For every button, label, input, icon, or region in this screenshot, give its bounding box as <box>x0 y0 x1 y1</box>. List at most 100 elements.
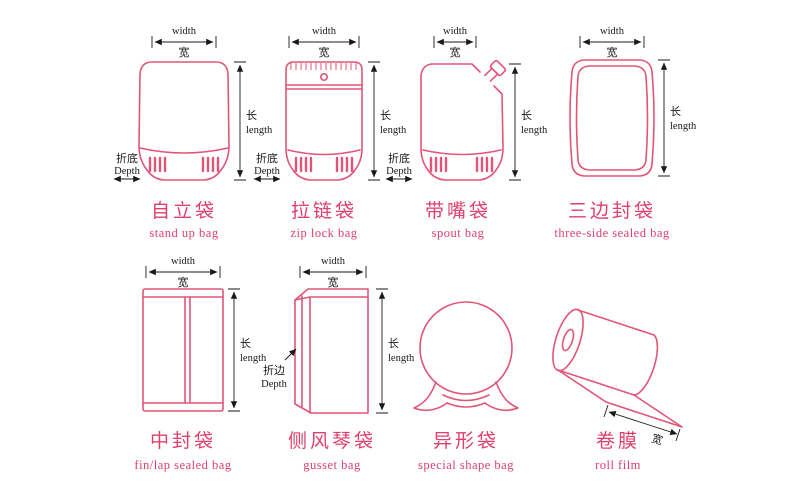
roll-film-section: 宽 卷膜 roll film <box>552 308 683 472</box>
length-dimension: 长 length <box>234 61 273 181</box>
bag-name-cn: 侧风琴袋 <box>288 430 376 452</box>
bag-name-cn: 中封袋 <box>150 430 216 452</box>
gusset-bag-illustration <box>294 288 369 414</box>
width-dimension: width 宽 <box>151 26 217 59</box>
bag-name-cn: 带嘴袋 <box>425 200 491 222</box>
width-label-en: width <box>443 26 468 37</box>
fin-lap-sealed-bag-section: width 宽 长 length 中封袋 fin/lap sealed bag <box>134 256 267 472</box>
depth-dimension: 折底 Depth <box>113 151 141 183</box>
width-dimension: width 宽 <box>288 26 360 59</box>
dimension-ticks <box>151 36 217 48</box>
bag-name-cn: 拉链袋 <box>291 200 357 222</box>
depth-dimension: 折底 Depth <box>385 151 413 183</box>
length-dimension: 长 length <box>658 59 697 177</box>
bottom-gusset-fold-line <box>139 147 229 154</box>
bottom-gusset-fold-line <box>287 149 361 156</box>
unrolled-film-sheet <box>557 369 683 428</box>
dimension-ticks <box>299 266 367 278</box>
dimension-ticks <box>579 36 645 48</box>
fin-lap-sealed-bag-illustration <box>142 288 224 412</box>
width-label-cn: 宽 <box>178 275 189 289</box>
top-seal-hatching <box>290 63 357 70</box>
length-label-en: length <box>521 125 548 136</box>
dimension-ticks <box>228 288 240 412</box>
width-label-cn: 宽 <box>650 431 665 448</box>
depth-dimension: 折底 Depth <box>253 151 281 183</box>
bag-outline <box>138 61 230 181</box>
width-label-cn: 宽 <box>179 45 190 59</box>
zip-lock-bag-section: width 宽 长 length 折底 Depth 拉链袋 zip lock b… <box>253 26 407 240</box>
center-seal-lines <box>184 296 191 404</box>
length-label-cn: 长 <box>240 337 251 350</box>
special-shape-bag-illustration <box>413 301 519 411</box>
bottom-seal-crimp-marks <box>429 156 494 173</box>
gusset-bag-section: width 宽 长 length 折边 Depth 侧风琴袋 gusset ba… <box>261 256 415 472</box>
front-panel-edges <box>294 296 369 414</box>
roll-end-face <box>552 308 584 372</box>
width-label-cn: 宽 <box>319 45 330 59</box>
dimension-ticks <box>603 404 681 442</box>
bag-name-en: fin/lap sealed bag <box>134 458 231 472</box>
length-label-cn: 长 <box>521 109 532 122</box>
dimension-ticks <box>288 36 360 48</box>
bottom-gusset-fold-line <box>422 149 502 156</box>
width-label-cn: 宽 <box>328 275 339 289</box>
bag-outline <box>569 59 655 177</box>
side-gusset-dimension: 折边 Depth <box>261 348 297 390</box>
side-fold-label-cn: 折边 <box>263 363 285 377</box>
width-label-cn: 宽 <box>607 45 618 59</box>
length-dimension: 长 length <box>509 63 548 181</box>
width-label-en: width <box>321 256 346 267</box>
width-label-en: width <box>172 26 197 37</box>
depth-label-cn: 折底 <box>388 151 410 165</box>
side-fold-label-en: Depth <box>261 379 287 390</box>
spout-cap-top <box>489 59 507 77</box>
dimension-ticks <box>368 61 380 181</box>
length-dimension: 长 length <box>376 288 415 414</box>
dimension-ticks <box>145 266 221 278</box>
bag-name-cn: 三边封袋 <box>568 200 656 222</box>
spout-cap <box>484 59 507 82</box>
right-base-wing <box>484 381 519 411</box>
base-bottom-edge <box>446 402 486 408</box>
bag-name-en: special shape bag <box>418 458 514 472</box>
length-dimension: 长 length <box>368 61 407 181</box>
roll-bottom-edge <box>557 369 635 396</box>
pointer-arrow <box>284 348 297 361</box>
bag-name-en: stand up bag <box>149 226 218 240</box>
width-label-en: width <box>600 26 625 37</box>
bag-outline <box>294 288 369 414</box>
bag-name-en: zip lock bag <box>290 226 357 240</box>
zip-lock-bag-illustration <box>285 61 363 181</box>
depth-label-en: Depth <box>114 166 140 177</box>
left-base-wing <box>413 381 448 411</box>
width-dimension: width 宽 <box>299 256 367 289</box>
bag-name-en: gusset bag <box>303 458 361 472</box>
bag-name-en: spout bag <box>432 226 485 240</box>
length-label-en: length <box>380 125 407 136</box>
roll-core <box>561 328 575 352</box>
bag-name-en: roll film <box>595 458 641 472</box>
bag-name-en: three-side sealed bag <box>554 226 670 240</box>
hang-hole <box>319 73 328 82</box>
depth-label-en: Depth <box>386 166 412 177</box>
top-bottom-seal-lines <box>142 296 224 404</box>
round-bag-body <box>419 301 513 395</box>
length-label-cn: 长 <box>388 337 399 350</box>
length-label-en: length <box>670 121 697 132</box>
length-label-cn: 长 <box>380 109 391 122</box>
length-label-en: length <box>246 125 273 136</box>
spout-bag-illustration <box>420 59 507 181</box>
dimension-ticks <box>658 59 670 177</box>
width-label-en: width <box>171 256 196 267</box>
length-label-cn: 长 <box>246 109 257 122</box>
width-dimension: 宽 <box>603 404 681 448</box>
bag-name-cn: 卷膜 <box>596 430 640 452</box>
dimension-ticks <box>376 288 388 414</box>
bag-outline <box>420 63 504 181</box>
three-side-sealed-bag-section: width 宽 长 length 三边封袋 three-side sealed … <box>554 26 697 240</box>
special-shape-bag-section: 异形袋 special shape bag <box>413 301 519 472</box>
width-dimension: width 宽 <box>145 256 221 289</box>
